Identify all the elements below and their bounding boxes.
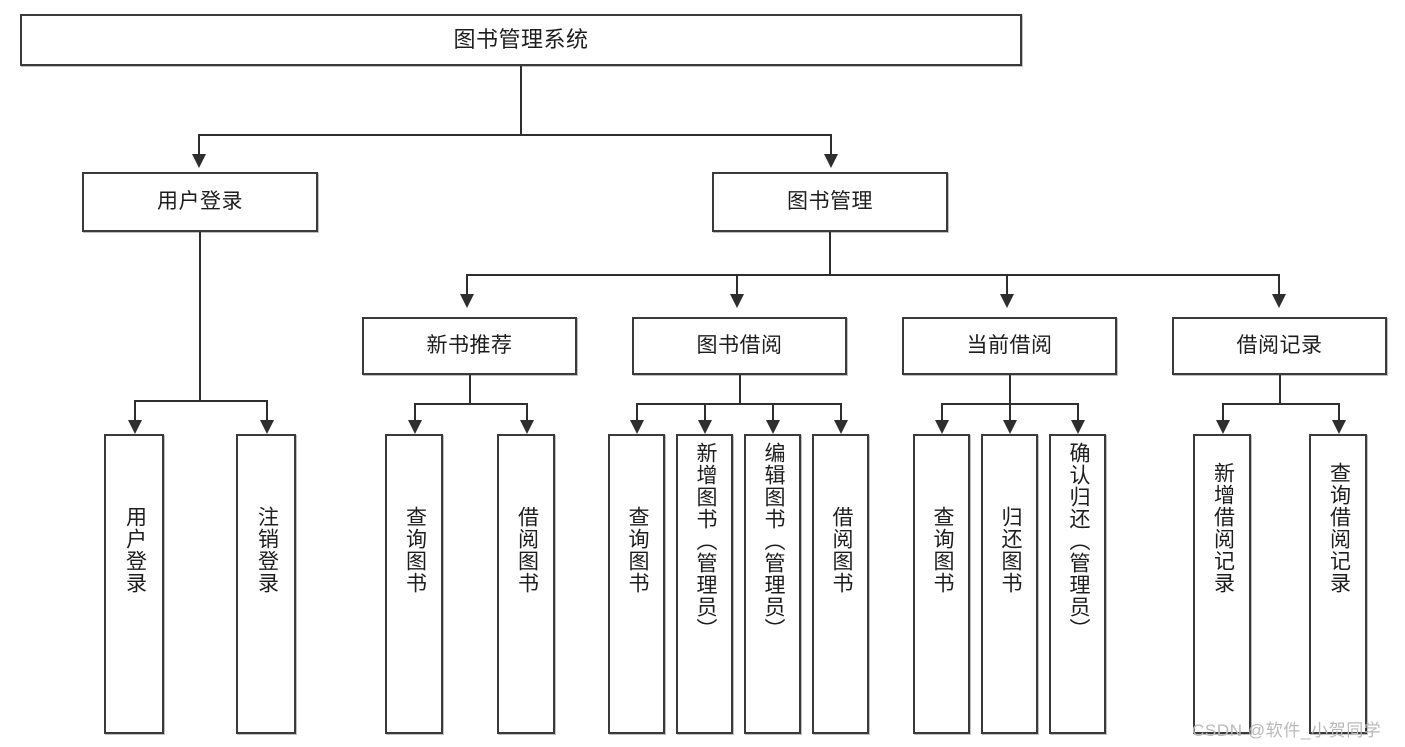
connector-user-login-bus [134, 400, 266, 402]
leaf-borrow-record-add-record-label: 新增借阅记录 [1211, 462, 1235, 594]
leaf-book-borrow-query-book[interactable]: 查询图书 [608, 434, 665, 734]
arrowhead-new-book-leaf-1 [408, 420, 422, 434]
connector-root-to-book-manage [830, 134, 832, 156]
leaf-user-login-logout-label: 注销登录 [255, 506, 279, 594]
leaf-current-borrow-return-book-label: 归还图书 [998, 506, 1022, 594]
connector-borrow-record-to-leaf-2 [1338, 403, 1340, 422]
connector-user-login-to-leaf-2 [266, 400, 268, 422]
connector-book-manage-stem [829, 232, 831, 274]
leaf-borrow-record-query-record-label: 查询借阅记录 [1327, 462, 1351, 594]
arrowhead-current-borrow-leaf-1 [935, 420, 949, 434]
leaf-borrow-record-add-record[interactable]: 新增借阅记录 [1193, 434, 1251, 734]
leaf-current-borrow-confirm-return[interactable]: 确认归还（管理员） [1049, 434, 1106, 734]
node-new-book-recommend[interactable]: 新书推荐 [362, 317, 577, 375]
leaf-book-borrow-edit-book[interactable]: 编辑图书（管理员） [744, 434, 801, 734]
node-borrow-record-label: 借阅记录 [1236, 334, 1323, 358]
leaf-borrow-record-query-record[interactable]: 查询借阅记录 [1309, 434, 1367, 734]
connector-borrow-record-stem [1279, 375, 1281, 403]
leaf-current-borrow-query-book-label: 查询图书 [930, 506, 954, 594]
node-current-borrow-label: 当前借阅 [966, 334, 1053, 358]
node-current-borrow[interactable]: 当前借阅 [902, 317, 1117, 375]
node-new-book-recommend-label: 新书推荐 [426, 334, 513, 358]
connector-current-borrow-to-leaf-2 [1009, 403, 1011, 422]
arrowhead-user-login-leaf-1 [128, 420, 142, 434]
connector-current-borrow-stem [1009, 375, 1011, 403]
leaf-book-borrow-add-book[interactable]: 新增图书（管理员） [676, 434, 733, 734]
arrowhead-current-borrow-leaf-3 [1071, 420, 1085, 434]
connector-book-manage-to-current-borrow [1006, 274, 1008, 296]
connector-book-borrow-stem [739, 375, 741, 403]
arrowhead-root-to-book-manage [824, 154, 838, 168]
connector-borrow-record-to-leaf-1 [1222, 403, 1224, 422]
arrowhead-book-manage-new-book [460, 294, 474, 308]
leaf-book-borrow-borrow-book[interactable]: 借阅图书 [812, 434, 869, 734]
node-book-borrow[interactable]: 图书借阅 [632, 317, 847, 375]
connector-user-login-stem [199, 232, 201, 400]
leaf-book-borrow-add-book-label: 新增图书（管理员） [693, 442, 717, 640]
csdn-watermark: CSDN @软件_小贺同学 [1192, 721, 1382, 740]
node-borrow-record[interactable]: 借阅记录 [1172, 317, 1387, 375]
connector-new-book-bus [414, 403, 526, 405]
connector-current-borrow-to-leaf-1 [941, 403, 943, 422]
leaf-current-borrow-query-book[interactable]: 查询图书 [913, 434, 970, 734]
arrowhead-borrow-record-leaf-1 [1216, 420, 1230, 434]
node-root-system-label: 图书管理系统 [453, 26, 589, 52]
leaf-book-borrow-borrow-book-label: 借阅图书 [829, 506, 853, 594]
leaf-book-borrow-query-book-label: 查询图书 [625, 506, 649, 594]
arrowhead-book-borrow-leaf-3 [766, 420, 780, 434]
node-book-borrow-label: 图书借阅 [696, 334, 783, 358]
connector-user-login-to-leaf-1 [134, 400, 136, 422]
connector-root-bus [198, 134, 830, 136]
arrowhead-book-manage-borrow-record [1272, 294, 1286, 308]
leaf-user-login-login[interactable]: 用户登录 [104, 434, 164, 734]
arrowhead-user-login-leaf-2 [260, 420, 274, 434]
arrowhead-book-manage-book-borrow [730, 294, 744, 308]
leaf-user-login-login-label: 用户登录 [123, 506, 147, 594]
connector-current-borrow-to-leaf-3 [1077, 403, 1079, 422]
leaf-new-book-borrow-book[interactable]: 借阅图书 [497, 434, 555, 734]
node-root-system[interactable]: 图书管理系统 [20, 14, 1022, 66]
node-user-login-label: 用户登录 [157, 190, 243, 214]
leaf-new-book-query-book-label: 查询图书 [403, 506, 427, 594]
arrowhead-new-book-leaf-2 [520, 420, 534, 434]
arrowhead-borrow-record-leaf-2 [1332, 420, 1346, 434]
connector-book-borrow-to-leaf-4 [840, 403, 842, 422]
node-book-manage-label: 图书管理 [787, 190, 873, 214]
connector-new-book-to-leaf-2 [526, 403, 528, 422]
connector-book-manage-to-new-book [466, 274, 468, 296]
node-book-manage[interactable]: 图书管理 [712, 172, 948, 232]
arrowhead-book-manage-current-borrow [1000, 294, 1014, 308]
connector-book-manage-to-borrow-record [1278, 274, 1280, 296]
connector-book-borrow-bus [636, 403, 840, 405]
leaf-new-book-query-book[interactable]: 查询图书 [385, 434, 443, 734]
connector-book-manage-to-book-borrow [736, 274, 738, 296]
arrowhead-book-borrow-leaf-2 [698, 420, 712, 434]
arrowhead-book-borrow-leaf-1 [630, 420, 644, 434]
connector-book-manage-bus [466, 274, 1278, 276]
connector-book-borrow-to-leaf-1 [636, 403, 638, 422]
connector-new-book-stem [469, 375, 471, 403]
leaf-current-borrow-confirm-return-label: 确认归还（管理员） [1066, 442, 1090, 640]
connector-book-borrow-to-leaf-3 [772, 403, 774, 422]
arrowhead-root-to-user-login [192, 154, 206, 168]
leaf-book-borrow-edit-book-label: 编辑图书（管理员） [761, 442, 785, 640]
arrowhead-current-borrow-leaf-2 [1003, 420, 1017, 434]
leaf-current-borrow-return-book[interactable]: 归还图书 [981, 434, 1038, 734]
connector-borrow-record-bus [1222, 403, 1338, 405]
arrowhead-book-borrow-leaf-4 [834, 420, 848, 434]
connector-new-book-to-leaf-1 [414, 403, 416, 422]
leaf-new-book-borrow-book-label: 借阅图书 [515, 506, 539, 594]
connector-book-borrow-to-leaf-2 [704, 403, 706, 422]
connector-root-stem [520, 66, 522, 134]
connector-root-to-user-login [198, 134, 200, 156]
node-user-login[interactable]: 用户登录 [82, 172, 318, 232]
leaf-user-login-logout[interactable]: 注销登录 [236, 434, 296, 734]
